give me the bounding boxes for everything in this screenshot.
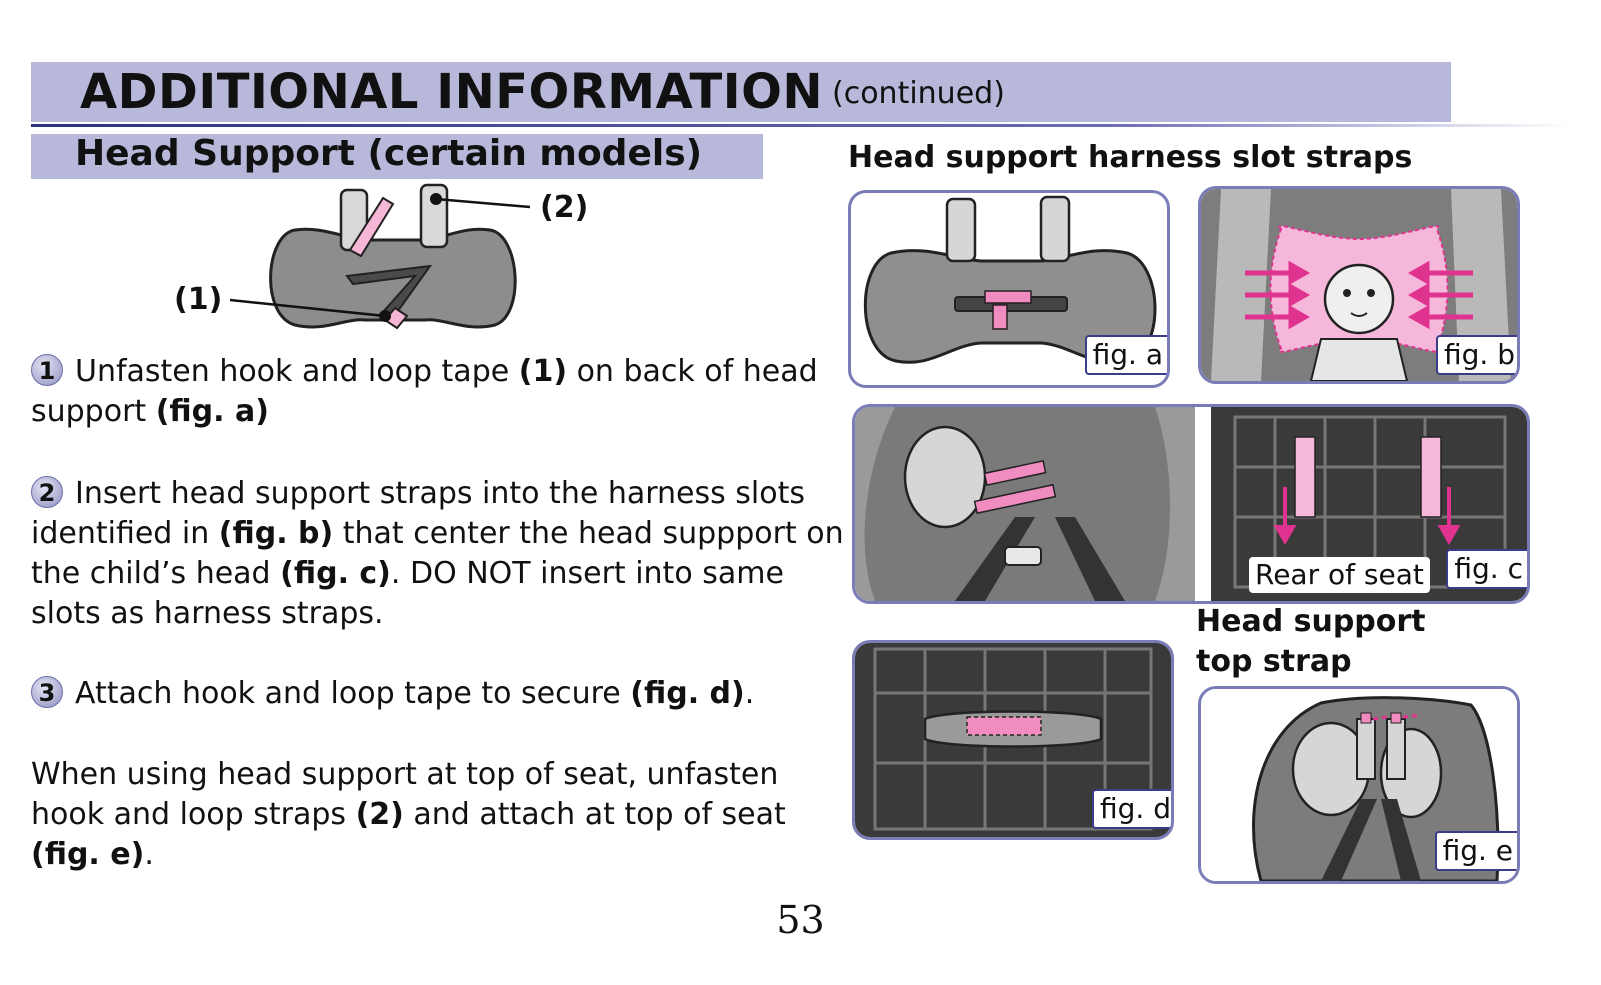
section-banner: [31, 134, 763, 179]
rear-of-seat-caption: Rear of seat: [1249, 557, 1430, 593]
page-title-suffix: (continued): [832, 76, 1005, 111]
header-banner: [31, 62, 1451, 122]
figure-d: fig. d: [852, 640, 1174, 840]
step-text: on back of head support: [31, 354, 818, 429]
figure-b-label: fig. b: [1436, 335, 1517, 375]
step-1: 1 Unfasten hook and loop tape (1) on back…: [31, 352, 851, 432]
step-ref: (fig. c): [280, 556, 391, 591]
step-text: . DO NOT insert into same slots as harne…: [31, 556, 784, 631]
step-text: Unfasten hook and loop tape: [75, 354, 519, 389]
figure-c: Rear of seat fig. c: [852, 404, 1530, 604]
note-text: .: [144, 837, 154, 872]
step-ref: (fig. b): [218, 516, 334, 551]
step-text: that center the head suppport on the chi…: [31, 516, 844, 591]
section-title: Head Support (certain models): [75, 133, 703, 174]
figure-c-label: fig. c: [1446, 549, 1527, 589]
step-ref: (fig. a): [155, 394, 269, 429]
figure-e: fig. e: [1198, 686, 1520, 884]
callout-2: (2): [540, 190, 589, 225]
note-ref: (fig. e): [31, 837, 145, 872]
figure-e-label: fig. e: [1434, 831, 1517, 871]
step-text: .: [744, 676, 755, 711]
top-strap-heading-line-2: top strap: [1196, 644, 1352, 679]
figure-a: fig. a: [848, 190, 1170, 388]
figure-b: fig. b: [1198, 186, 1520, 384]
header-rule: [31, 124, 1571, 127]
note-text: When using head support at top of seat, …: [31, 757, 779, 832]
note-ref: (2): [355, 797, 404, 832]
callout-1: (1): [174, 282, 223, 317]
step-text: Attach hook and loop tape to secure: [75, 676, 631, 711]
figure-a-label: fig. a: [1084, 335, 1167, 375]
callout-lines: [230, 193, 531, 322]
step-number-badge: 2: [31, 476, 63, 508]
harness-slot-heading: Head support harness slot straps: [848, 140, 1413, 175]
step-3: 3 Attach hook and loop tape to secure (fi…: [31, 674, 851, 714]
step-ref: (1): [518, 354, 568, 389]
step-number-badge: 3: [31, 676, 63, 708]
page-title: ADDITIONAL INFORMATION: [80, 64, 824, 120]
top-strap-heading-line-1: Head support: [1196, 604, 1426, 639]
seat-back-velcro-illustration: [855, 643, 1171, 837]
step-text: Insert head support straps into the harn…: [31, 476, 806, 551]
step-number-badge: 1: [31, 354, 63, 386]
step-ref: (fig. d): [630, 676, 745, 711]
page-number: 53: [776, 898, 825, 942]
top-of-seat-note: When using head support at top of seat, …: [31, 755, 791, 875]
figure-d-label: fig. d: [1092, 789, 1171, 829]
note-text: and attach at top of seat: [403, 797, 786, 832]
child-in-seat-illustration: [1201, 189, 1517, 381]
